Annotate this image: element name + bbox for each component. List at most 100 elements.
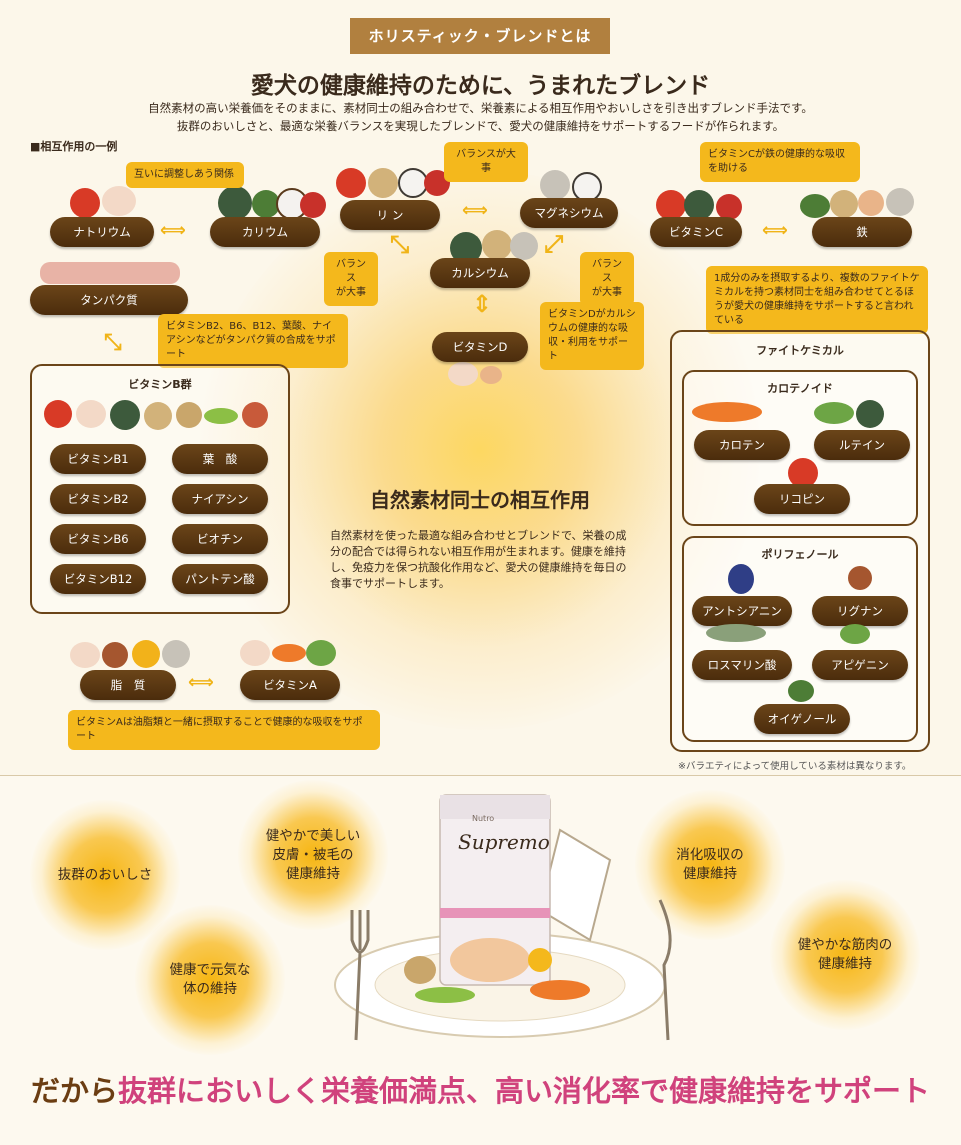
seed-icon [510, 232, 538, 260]
benefit-digest: 消化吸収の 健康維持 [635, 790, 785, 940]
node-iron: 鉄 [812, 217, 912, 247]
intro-line-1: 自然素材の高い栄養価をそのままに、素材同士の組み合わせで、栄養素による相互作用や… [148, 101, 813, 115]
mutual-adjust-bubble: 互いに調整しあう関係 [126, 162, 244, 188]
pumpkin-icon [684, 190, 714, 220]
polyphenol-box: ポリフェノール アントシアニン リグナン ロスマリン酸 アピゲニン オイゲノール [682, 536, 918, 742]
phytochemical-box: ファイトケミカル カロテノイド カロテン ルテイン リコピン ポリフェノール ア… [670, 330, 930, 752]
tomato-icon [336, 168, 366, 198]
phytochemical-title: ファイトケミカル [756, 344, 844, 357]
variety-note: ※バラエティによって使用している素材は異なります。 [678, 761, 912, 772]
diagonal-arrow-icon: ⤢ [544, 230, 564, 258]
sunflower-icon [132, 640, 160, 668]
section-badge: ホリスティック・ブレンドとは [350, 18, 610, 54]
peas-icon [204, 408, 238, 424]
polyphenol-item: リグナン [812, 596, 908, 626]
carotenoid-item: カロテン [694, 430, 790, 460]
spinach-icon [800, 194, 830, 218]
carrot-icon [272, 644, 306, 662]
pumpkin-icon [110, 400, 140, 430]
seed-icon [886, 188, 914, 216]
phytochemical-bubble: 1成分のみを摂取するより、複数のファイトケミカルを持つ素材同士を組み合わせてとる… [706, 266, 928, 334]
potato-icon [176, 402, 202, 428]
vitamin-b-item: ビオチン [172, 524, 268, 554]
seed-icon [162, 640, 190, 668]
balance-right-bubble: バランス が大事 [580, 252, 634, 306]
rosemary-icon [706, 624, 766, 642]
carotenoid-item: リコピン [754, 484, 850, 514]
final-tagline: だから抜群においしく栄養価満点、高い消化率で健康維持をサポート [0, 1068, 961, 1110]
intro-line-2: 抜群のおいしさと、最適な栄養バランスを実現したブレンドで、愛犬の健康維持をサポー… [176, 119, 785, 133]
node-protein: タンパク質 [30, 285, 188, 315]
herb-icon [306, 640, 336, 666]
tomato-icon [656, 190, 686, 220]
egg-icon [480, 366, 502, 384]
double-arrow-icon: ⟺ [462, 200, 488, 221]
benefit-taste: 抜群のおいしさ [30, 800, 180, 950]
vitamin-b-item: ビタミンB6 [50, 524, 146, 554]
vitamin-b-box: ビタミンB群 ビタミンB1 葉 酸 ビタミンB2 ナイアシン ビタミンB6 ビオ… [30, 364, 290, 614]
flaxseed-icon [848, 566, 872, 590]
tomato-icon [44, 400, 72, 428]
vitamin-b-title: ビタミンB群 [128, 378, 192, 391]
double-arrow-icon: ⟺ [188, 672, 214, 693]
center-description: 自然素材を使った最適な組み合わせとブレンドで、栄養の成分の配合では得られない相互… [330, 529, 627, 590]
grain-icon [830, 190, 858, 218]
vitamin-b-item: ビタミンB12 [50, 564, 146, 594]
pumpkin-icon [856, 400, 884, 428]
basil-icon [788, 680, 814, 702]
chicken-icon [240, 640, 270, 666]
apple-icon [716, 194, 742, 220]
spinach-icon [252, 190, 280, 218]
node-vitamin-a: ビタミンA [240, 670, 340, 700]
tomato-icon [70, 188, 100, 218]
carotenoid-box: カロテノイド カロテン ルテイン リコピン [682, 370, 918, 526]
spinach-icon [814, 402, 854, 424]
seed-icon [540, 170, 570, 200]
vitd-bubble: ビタミンDがカルシウムの健康的な吸収・利用をサポート [540, 302, 644, 370]
blueberry-icon [728, 564, 754, 594]
diagonal-arrow-icon: ⤡ [104, 330, 122, 355]
vitamin-b-item: ナイアシン [172, 484, 268, 514]
tomato-icon [788, 458, 818, 488]
benefit-muscle: 健やかな筋肉の 健康維持 [770, 880, 920, 1030]
vitamin-b-item: ビタミンB2 [50, 484, 146, 514]
final-tagline-main: 抜群においしく栄養価満点、高い消化率で健康維持をサポート [118, 1074, 931, 1108]
vitc-bubble: ビタミンCが鉄の健康的な吸収を助ける [700, 142, 860, 182]
polyphenol-item: アントシアニン [692, 596, 792, 626]
benefit-skin-text: 健やかで美しい 皮膚・被毛の 健康維持 [265, 827, 361, 882]
egg-icon [858, 190, 884, 216]
product-brand: Supremo [458, 830, 550, 854]
node-phosphorus: リ ン [340, 200, 440, 230]
benefit-muscle-text: 健やかな筋肉の 健康維持 [797, 937, 893, 972]
center-title: 自然素材同士の相互作用 [370, 488, 590, 512]
node-potassium: カリウム [210, 217, 320, 247]
carotenoid-title: カロテノイド [767, 382, 833, 395]
benefit-body: 健康で元気な 体の維持 [135, 905, 285, 1055]
polyphenol-item: オイゲノール [754, 704, 850, 734]
parsley-icon [840, 624, 870, 644]
chicken-icon [70, 642, 100, 668]
node-calcium: カルシウム [430, 258, 530, 288]
coconut-icon [398, 168, 428, 198]
interaction-example-label: ■相互作用の一例 [30, 140, 118, 153]
polyphenol-item: ロスマリン酸 [692, 650, 792, 680]
carrot-icon [692, 402, 762, 422]
benefit-skin: 健やかで美しい 皮膚・被毛の 健康維持 [238, 780, 388, 930]
pumpkin-icon [218, 186, 252, 220]
product-maker: Nutro [472, 814, 495, 823]
carotenoid-item: ルテイン [814, 430, 910, 460]
product-plate-illustration [334, 794, 672, 1041]
vitb-protein-bubble: ビタミンB2、B6、B12、葉酸、ナイアシンなどがタンパク質の合成をサポート [158, 314, 348, 368]
node-fat: 脂 質 [80, 670, 176, 700]
vita-bubble: ビタミンAは油脂類と一緒に摂取することで健康的な吸収をサポート [68, 710, 380, 750]
double-arrow-icon: ⟺ [762, 220, 788, 241]
balance-top-bubble: バランスが大事 [444, 142, 528, 182]
balance-left-bubble: バランス が大事 [324, 252, 378, 306]
node-vitamin-d: ビタミンD [432, 332, 528, 362]
grain-icon [368, 168, 398, 198]
vitamin-b-item: ビタミンB1 [50, 444, 146, 474]
final-tagline-prefix: だから [30, 1074, 118, 1108]
vitamin-b-item: パントテン酸 [172, 564, 268, 594]
diagonal-arrow-icon: ⤡ [390, 230, 410, 258]
benefit-body-text: 健康で元気な 体の維持 [169, 962, 251, 997]
